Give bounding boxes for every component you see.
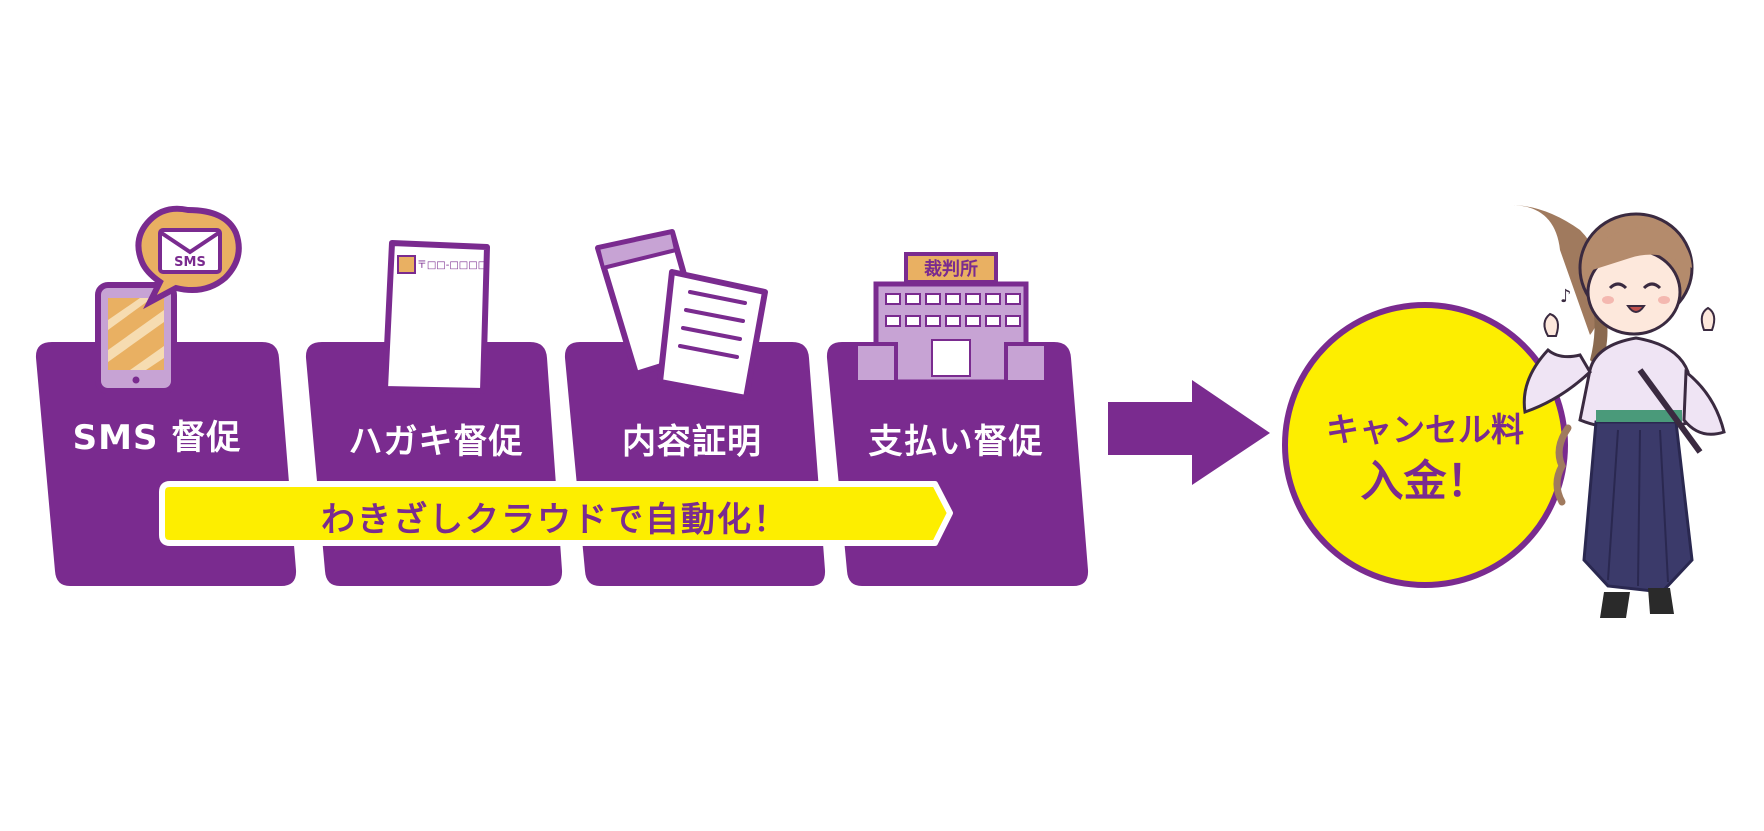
music-note-icon: ♪ [1560,286,1572,307]
samurai-girl-illustration: ♪ [1510,205,1726,618]
postcard-code-text: 〒□□-□□□□ [417,260,487,271]
smartphone-sms-icon: SMS [95,205,242,394]
automation-banner-text: わきざしクラウドで自動化！ [321,500,789,540]
automation-banner [159,481,953,546]
step-label-payment-demand: 支払い督促 [868,422,1044,462]
result-arrow [1108,380,1270,485]
courthouse-icon: 裁判所 [852,252,1050,387]
result-circle [1282,302,1568,588]
sms-badge-text: SMS [174,255,206,270]
step-label-sms: SMS 督促 [72,418,242,458]
postcard-icon: 〒□□-□□□□ [382,240,490,394]
certified-letter-icon [595,229,768,401]
court-sign-text: 裁判所 [924,258,978,280]
result-line-2: 入金！ [1360,457,1490,507]
result-line-1: キャンセル料 [1326,410,1524,449]
step-label-postcard: ハガキ督促 [348,422,524,462]
step-label-certified: 内容証明 [622,422,762,462]
